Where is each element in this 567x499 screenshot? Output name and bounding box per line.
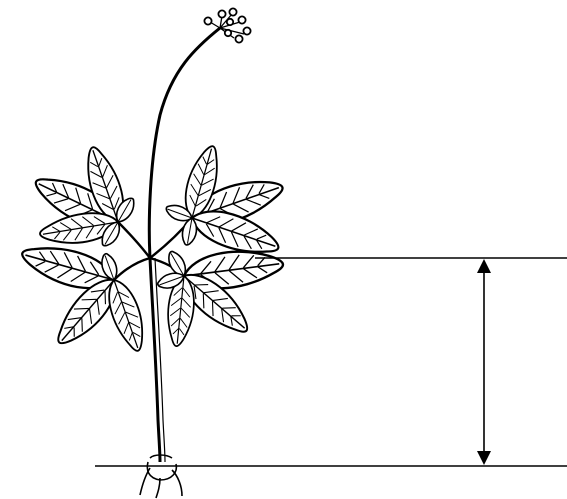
main-stem	[150, 258, 160, 462]
flower-cluster	[204, 8, 250, 42]
arrow-head-down	[477, 451, 491, 465]
arrow-head-up	[477, 259, 491, 273]
height-arrow	[477, 259, 491, 465]
